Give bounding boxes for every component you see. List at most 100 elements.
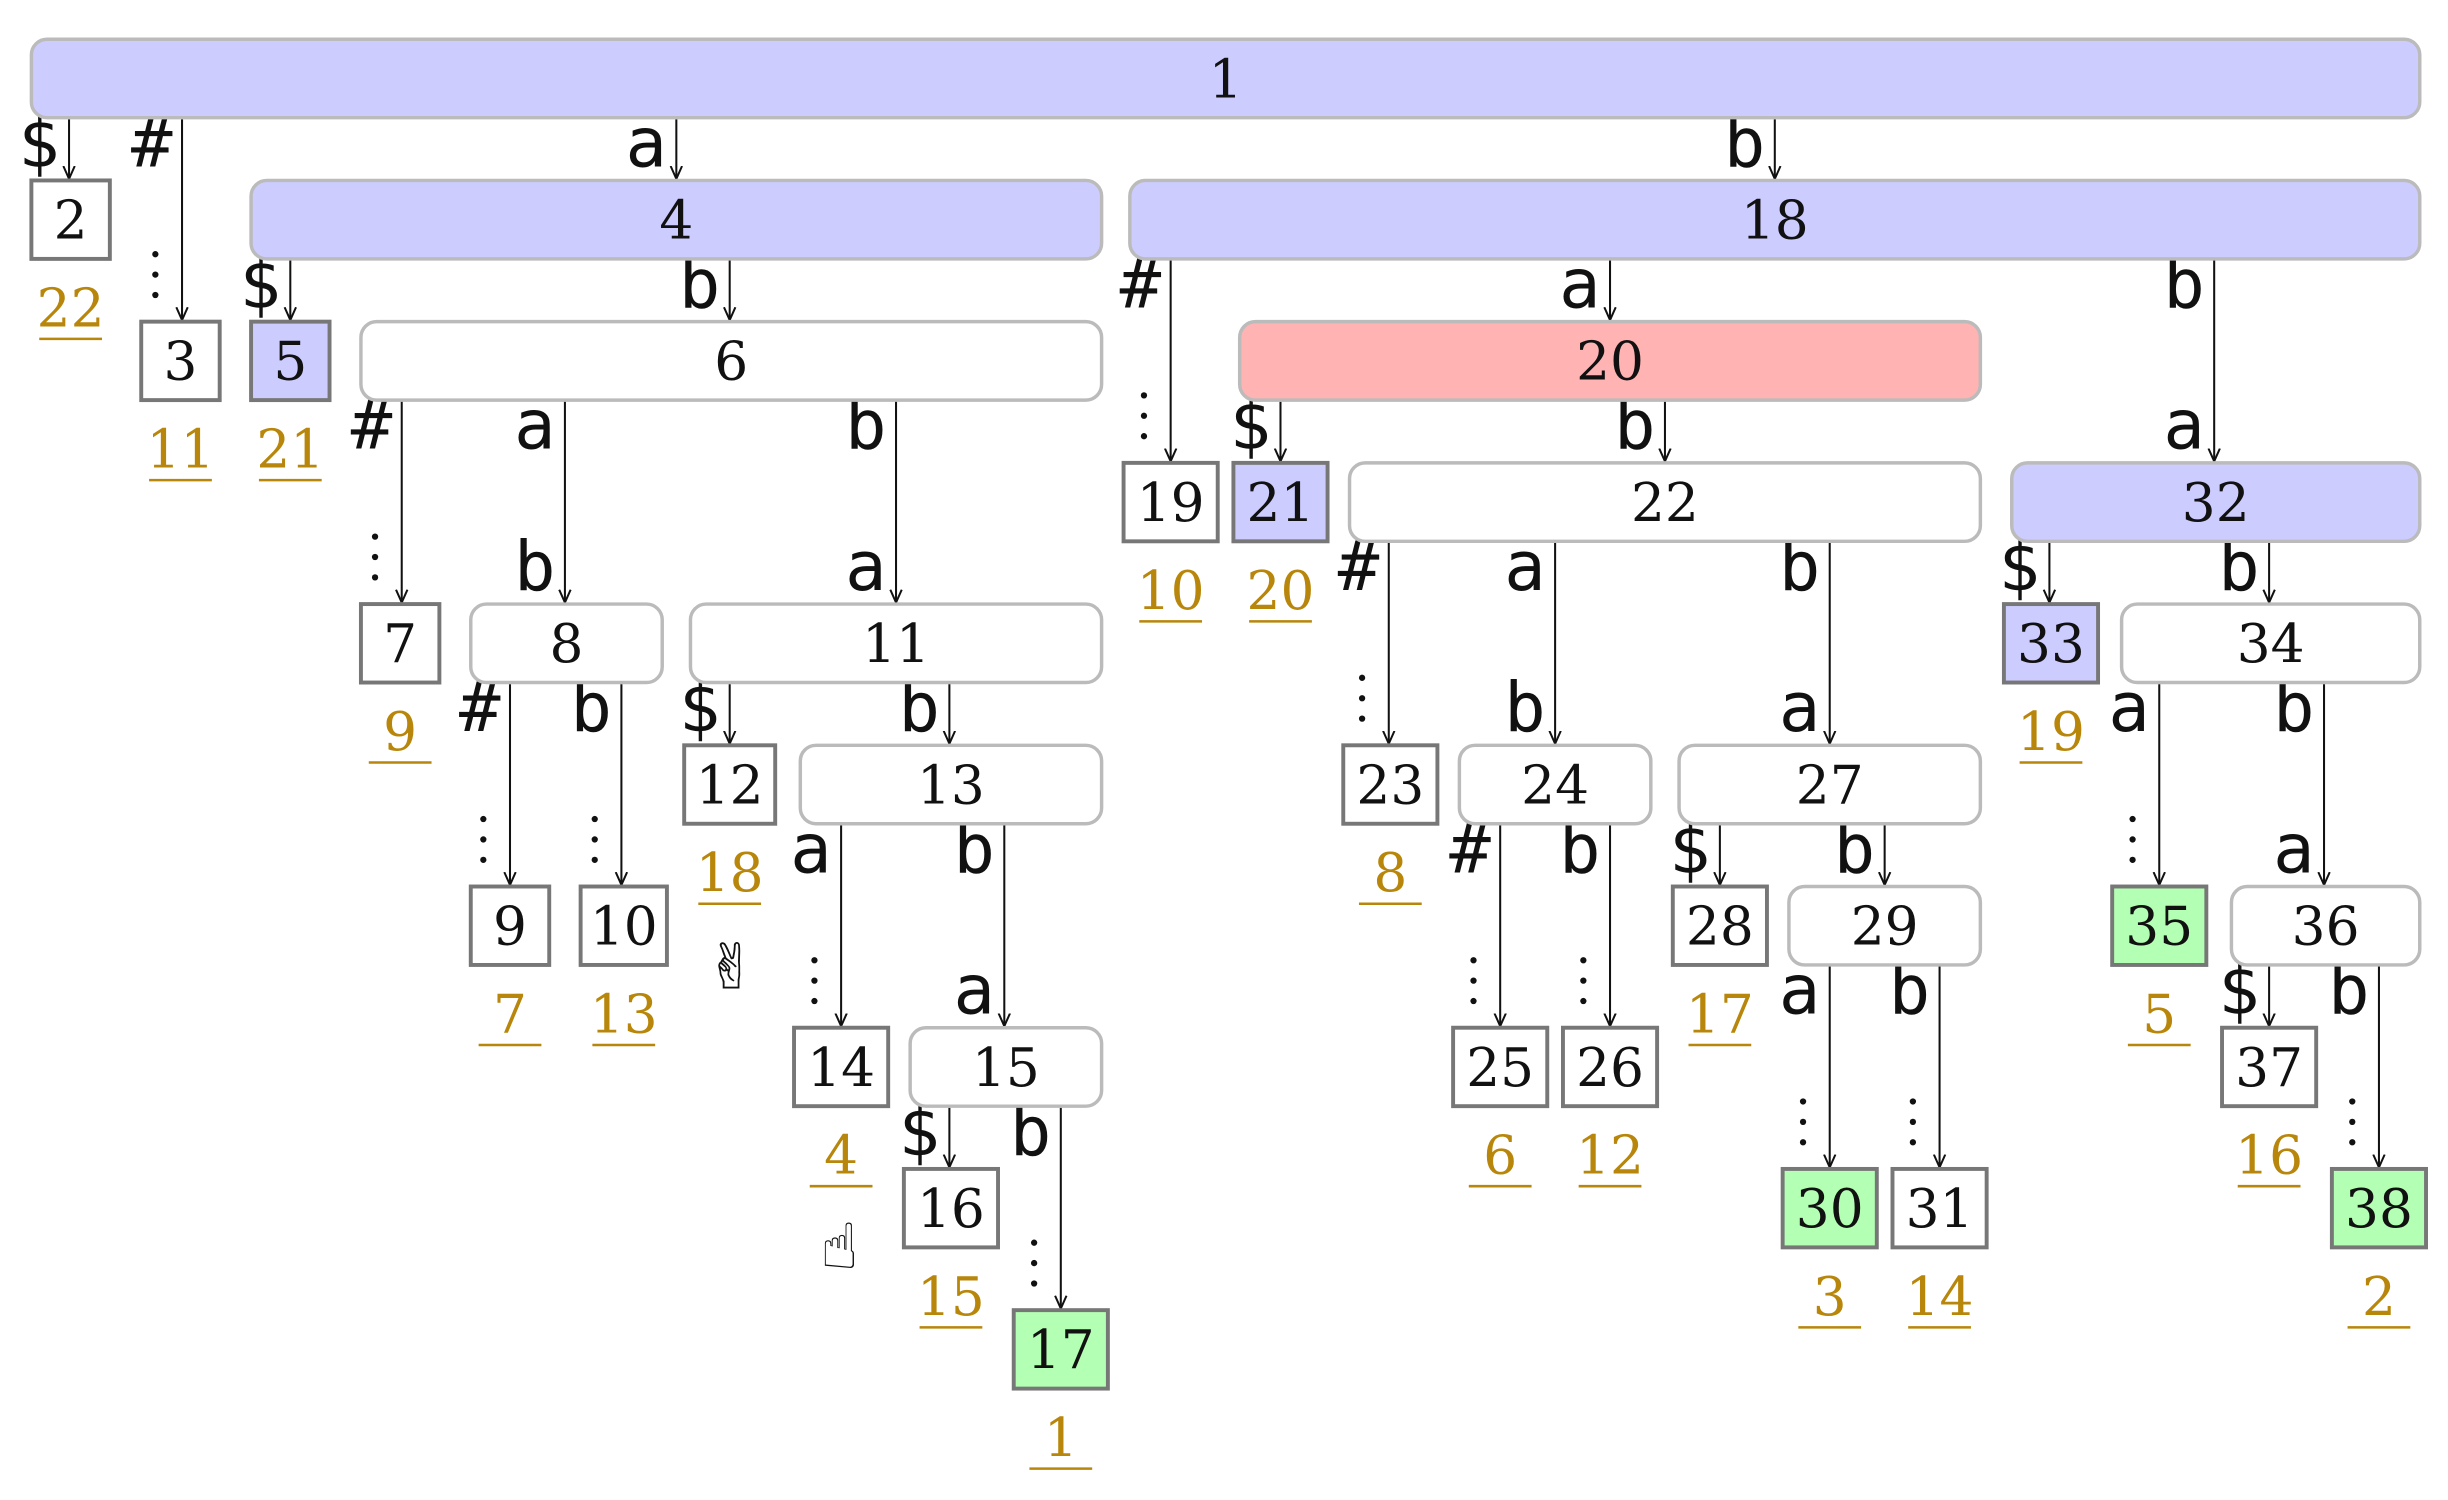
leaf-number-28: 17 xyxy=(1686,982,1754,1047)
node-box xyxy=(468,884,552,967)
node-box xyxy=(2110,884,2209,967)
leaf-number-text: 15 xyxy=(917,1265,985,1328)
node-box xyxy=(1670,884,1769,967)
node-label: 35 xyxy=(2125,895,2193,958)
node-box xyxy=(1011,1308,1110,1391)
edge-6-11: ba xyxy=(845,386,896,607)
leaf-node-17: 17 xyxy=(1011,1308,1110,1391)
node-label: 38 xyxy=(2345,1177,2413,1240)
internal-node-18: 18 xyxy=(1128,178,2422,261)
leaf-node-28: 28 xyxy=(1670,884,1769,967)
leaf-number-text: 8 xyxy=(1373,841,1407,904)
continuation-dots xyxy=(480,815,487,863)
node-label: 7 xyxy=(383,612,417,675)
leaf-number-text: 5 xyxy=(2142,982,2176,1045)
node-box xyxy=(1787,884,1983,967)
leaf-number-text: 11 xyxy=(147,418,215,481)
node-box xyxy=(2229,884,2422,967)
node-label: 32 xyxy=(2182,471,2250,534)
leaf-node-38: 38 xyxy=(2329,1166,2428,1250)
leaf-number-12: 18 xyxy=(696,841,764,906)
internal-node-8: 8 xyxy=(469,602,664,685)
leaf-number-text: 7 xyxy=(493,982,527,1045)
continuation-dots xyxy=(1580,957,1587,1005)
leaf-number-text: 20 xyxy=(1247,559,1315,622)
continuation-dots xyxy=(591,815,598,863)
node-label: 17 xyxy=(1027,1318,1095,1381)
node-box xyxy=(688,602,1104,685)
node-label: 2 xyxy=(54,188,88,251)
leaf-node-2: 2 xyxy=(29,178,112,261)
edge-34-35: a xyxy=(2108,668,2159,885)
leaf-node-19: 19 xyxy=(1121,460,1220,544)
node-box xyxy=(1457,743,1653,826)
leaf-number-text: 19 xyxy=(2017,700,2085,763)
leaf-number-14: 4 xyxy=(809,1124,873,1188)
node-box xyxy=(901,1166,1000,1250)
node-label: 33 xyxy=(2017,612,2085,675)
leaf-node-16: 16 xyxy=(901,1166,1000,1250)
leaf-number-25: 6 xyxy=(1468,1124,1532,1188)
leaf-number-text: 4 xyxy=(824,1124,858,1187)
node-box xyxy=(2010,461,2422,544)
internal-node-24: 24 xyxy=(1457,743,1653,826)
internal-node-22: 22 xyxy=(1347,461,1983,544)
node-label: 20 xyxy=(1576,330,1644,393)
leaf-number-text: 3 xyxy=(1813,1265,1847,1328)
node-label: 24 xyxy=(1521,753,1589,816)
node-box xyxy=(358,602,442,685)
leaf-number-19: 10 xyxy=(1137,559,1205,623)
leaf-number-16: 15 xyxy=(917,1265,985,1329)
node-label: 19 xyxy=(1137,471,1205,534)
node-label: 36 xyxy=(2292,895,2360,958)
edge-label-secondary: b xyxy=(514,527,556,607)
edge-label-secondary: a xyxy=(953,951,995,1031)
continuation-dots xyxy=(811,957,818,1005)
node-label: 30 xyxy=(1796,1177,1864,1240)
node-box xyxy=(1560,1025,1660,1109)
node-box xyxy=(2001,602,2101,685)
node-box xyxy=(1677,743,1983,826)
edge-24-25: # xyxy=(1449,809,1500,1026)
leaf-number-2: 22 xyxy=(37,276,105,341)
node-label: 3 xyxy=(163,330,197,393)
edge-29-31: b xyxy=(1889,951,1940,1168)
continuation-dots xyxy=(152,251,159,299)
node-label: 16 xyxy=(917,1177,985,1240)
node-box xyxy=(249,319,332,403)
leaf-number-31: 14 xyxy=(1906,1265,1974,1329)
edge-label-secondary: a xyxy=(1779,668,1821,748)
edge-24-26: b xyxy=(1559,809,1610,1026)
continuation-dots xyxy=(1030,1239,1038,1287)
edge-34-36: ba xyxy=(2273,668,2324,889)
leaf-number-text: 6 xyxy=(1483,1124,1517,1187)
node-box xyxy=(2119,602,2422,685)
node-box xyxy=(682,743,778,826)
edge-15-17: b xyxy=(1010,1092,1061,1309)
leaf-number-37: 16 xyxy=(2235,1124,2303,1188)
edge-8-10: b xyxy=(570,668,621,885)
leaf-number-text: 1 xyxy=(1044,1406,1078,1469)
leaf-node-12: 12 xyxy=(682,743,778,826)
node-box xyxy=(578,884,669,967)
leaf-number-23: 8 xyxy=(1358,841,1422,906)
node-label: 25 xyxy=(1466,1036,1534,1099)
leaf-number-7: 9 xyxy=(368,700,432,764)
leaf-node-25: 25 xyxy=(1451,1025,1550,1109)
leaf-node-23: 23 xyxy=(1341,743,1440,826)
leaf-number-text: 10 xyxy=(1137,559,1205,622)
internal-node-6: 6 xyxy=(359,319,1104,402)
leaf-number-35: 5 xyxy=(2127,982,2191,1047)
leaf-number-30: 3 xyxy=(1798,1265,1862,1329)
node-box xyxy=(1780,1166,1879,1250)
node-box xyxy=(792,1025,891,1109)
leaf-node-7: 7 xyxy=(358,602,442,685)
edge-label-secondary: b xyxy=(1504,668,1546,748)
node-label: 28 xyxy=(1686,895,1754,958)
leaf-number-text: 16 xyxy=(2235,1124,2303,1187)
node-box xyxy=(139,319,222,403)
internal-node-27: 27 xyxy=(1677,743,1983,826)
node-label: 10 xyxy=(590,895,658,958)
leaf-number-38: 2 xyxy=(2347,1265,2411,1329)
